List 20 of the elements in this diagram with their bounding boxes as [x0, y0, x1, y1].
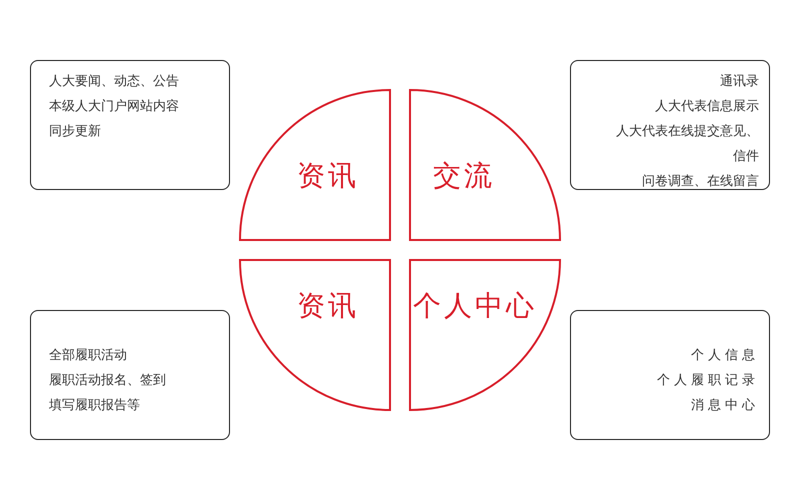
feature-text: 人大代表信息展示 — [654, 98, 759, 116]
feature-text: 个人信息 — [690, 347, 759, 365]
rounded-box — [570, 60, 770, 190]
feature-text: 全部履职活动 — [49, 347, 128, 365]
feature-text: 人大要闻、动态、公告 — [49, 73, 180, 91]
rounded-box — [570, 310, 770, 440]
rounded-box — [30, 60, 230, 190]
section-title: 资讯 — [297, 159, 359, 193]
feature-text: 履职活动报名、签到 — [49, 372, 167, 390]
feature-text: 本级人大门户网站内容同步更新 — [49, 98, 180, 141]
feature-text: 消息中心 — [690, 397, 759, 415]
feature-text: 通讯录 — [719, 73, 759, 91]
feature-text: 填写履职报告等 — [49, 397, 141, 415]
section-title: 交流 — [433, 159, 495, 193]
feature-text: 问卷调查、在线留言 — [641, 173, 759, 191]
section-title: 个人中心 — [413, 289, 537, 323]
feature-text: 人大代表在线提交意见、信件 — [615, 123, 759, 166]
feature-text: 个人履职记录 — [656, 372, 759, 390]
section-title: 资讯 — [297, 289, 359, 323]
rounded-box — [30, 310, 230, 440]
